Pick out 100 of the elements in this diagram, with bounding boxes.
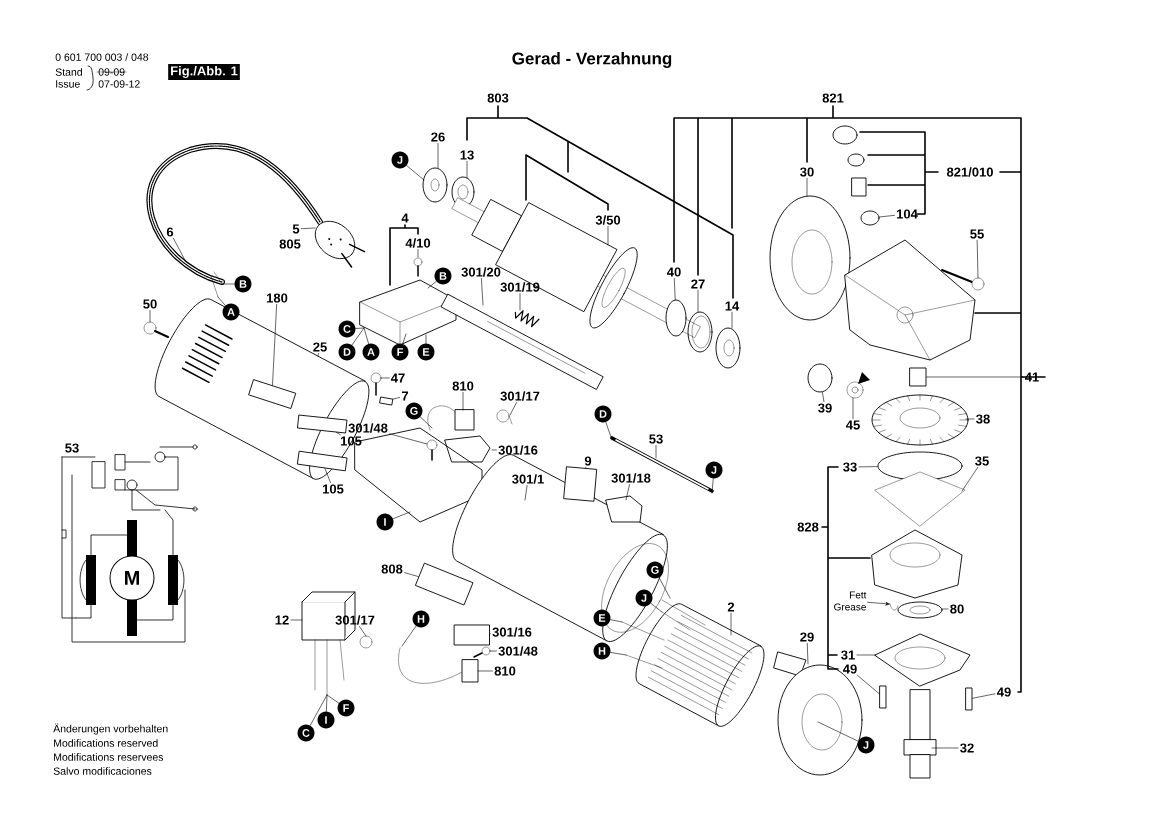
leader-line [731, 311, 733, 329]
header-text: Issue [56, 80, 80, 88]
note-text: Modifications reserved [54, 739, 158, 747]
screw [413, 257, 423, 277]
leader-line [149, 310, 151, 323]
title: Gerad - Verzahnung [512, 52, 672, 68]
leader-line [972, 693, 996, 699]
part-number: 0 601 700 003 / 048 [55, 53, 149, 61]
callout-number: 180 [267, 293, 288, 303]
spring [514, 310, 540, 328]
guard [769, 195, 851, 321]
callout-number: 13 [460, 150, 474, 160]
gasket [874, 471, 966, 527]
carbon-brush [398, 647, 479, 684]
note-text: Salvo modificaciones [53, 767, 152, 775]
bevel-gear [871, 394, 969, 446]
callout-number: 30 [800, 167, 814, 177]
leader-line [317, 353, 319, 357]
brush-holder [444, 435, 491, 463]
callout-number: 27 [691, 279, 705, 289]
callout-number: 301/17 [500, 391, 540, 401]
leader-line [806, 643, 809, 665]
carbon-brush [427, 405, 475, 431]
callout-number: 39 [818, 403, 832, 413]
leader-line [650, 603, 663, 613]
callout-number: 49 [843, 664, 857, 674]
leader-line [389, 433, 428, 445]
spindle [903, 689, 937, 779]
leader-line [477, 670, 493, 672]
grease-mark [889, 603, 899, 611]
gear-housing [844, 239, 976, 361]
screw [473, 646, 491, 658]
switch-knob [605, 495, 643, 523]
callout-number: 301/48 [498, 646, 538, 656]
leader-line [976, 239, 979, 279]
group-number: 803 [487, 93, 509, 103]
leader-line [711, 478, 714, 494]
note-text: Fett Grease [834, 591, 867, 611]
callout-number: 40 [667, 267, 681, 277]
plate [874, 633, 971, 687]
o-ring [877, 451, 963, 481]
leader-line [610, 619, 623, 623]
callout-number: 810 [494, 666, 516, 676]
screw [879, 685, 887, 709]
leader-line [817, 721, 859, 742]
leader-line [427, 281, 437, 289]
callout-number: 104 [897, 209, 918, 219]
leader-line [965, 418, 975, 420]
leader-line [856, 654, 877, 656]
callout-number: 32 [960, 743, 974, 753]
callout-number: 45 [846, 420, 860, 430]
bearing [422, 167, 448, 203]
screw [143, 321, 169, 338]
leader-line [309, 694, 328, 726]
date-text: 07-09-12 [98, 80, 140, 88]
callout-number: 12 [275, 615, 289, 625]
callout-number: 50 [143, 299, 157, 309]
leader-line [355, 327, 365, 329]
callout-number: 25 [313, 342, 327, 352]
leader-line [625, 484, 630, 501]
leader-line [217, 296, 226, 306]
leader-line [466, 161, 468, 179]
leader-line [401, 625, 417, 647]
callout-number: 26 [431, 132, 445, 142]
callout-number: 53 [65, 443, 79, 453]
o-ring [860, 210, 880, 226]
callout-number: 301/48 [348, 423, 388, 433]
callout-number: 47 [391, 373, 405, 383]
leader-line [852, 397, 854, 420]
callout-number: 14 [725, 301, 740, 311]
pinion [807, 363, 833, 393]
callout-number: 80 [950, 604, 964, 614]
callout-number: 301/16 [498, 445, 538, 455]
leader-line [524, 485, 528, 501]
figure-label: Fig./Abb. 1 [168, 63, 240, 81]
callout-number: 49 [997, 687, 1011, 697]
leader-line [326, 694, 328, 712]
leader-line [879, 215, 895, 218]
pin [851, 177, 867, 197]
spring [847, 153, 865, 167]
date-text: 09-09 [96, 68, 127, 76]
group-number: 821/010 [946, 167, 993, 177]
leader-line [425, 334, 427, 344]
screw [370, 372, 382, 396]
leader-line [806, 178, 808, 197]
bearing-flange [871, 529, 963, 599]
leader-line [489, 650, 497, 652]
leader-line [607, 226, 609, 246]
leader-line [272, 304, 277, 386]
leader-line [324, 468, 331, 483]
leader-line [730, 612, 732, 636]
nut [846, 372, 870, 399]
leader-line [406, 165, 425, 181]
callout-number: 810 [452, 381, 474, 391]
plug [314, 220, 366, 268]
leader-line [392, 511, 411, 520]
brush-clip [496, 409, 513, 425]
callout-number: 3/50 [595, 215, 621, 225]
slider-bar [440, 294, 604, 390]
callout-number: 9 [584, 456, 592, 466]
